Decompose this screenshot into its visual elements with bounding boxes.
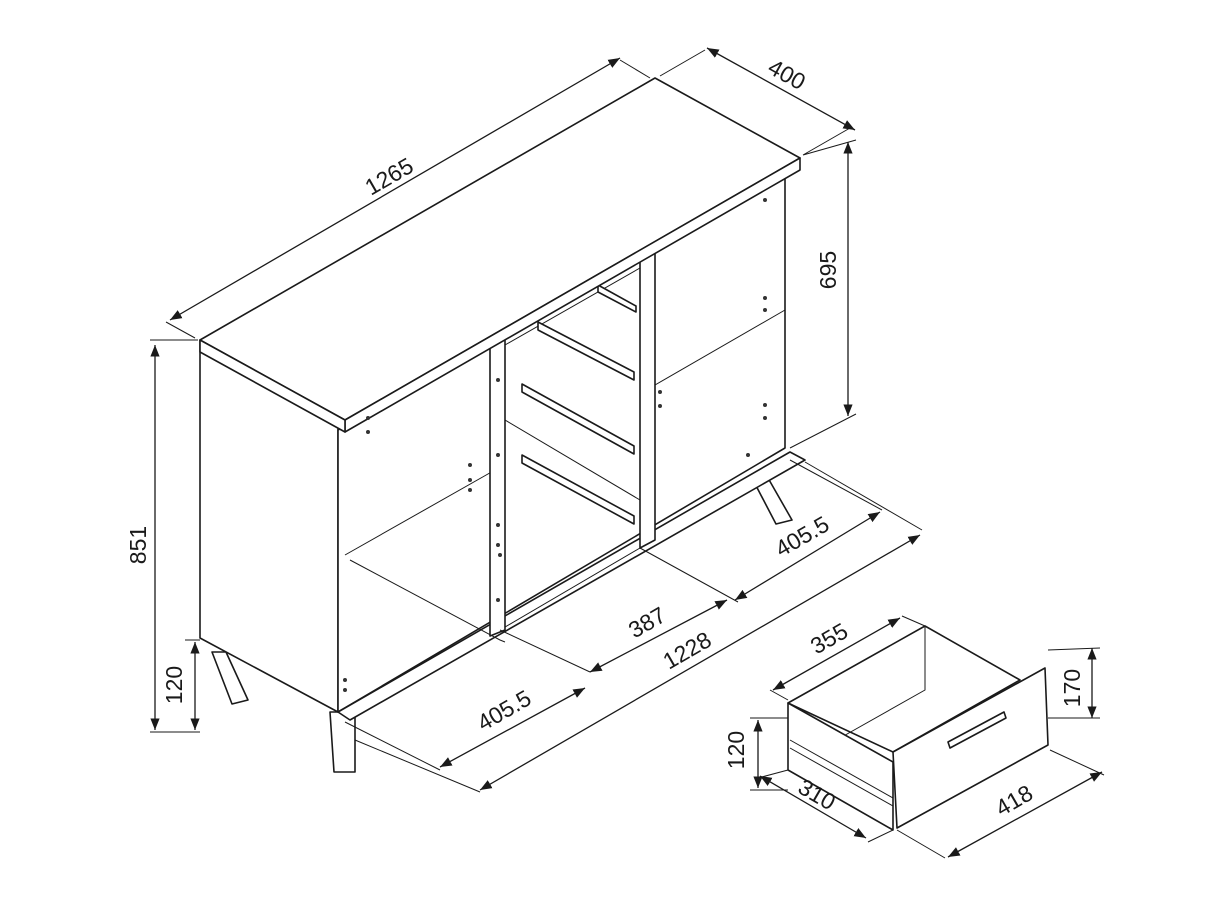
drawer-rail: [521, 454, 635, 525]
label-left-compartment: 405.5: [473, 685, 536, 736]
label-leg-height: 120: [161, 666, 187, 704]
dimension-lines: [150, 47, 1105, 859]
leg-front-left: [329, 711, 356, 773]
label-inner-width: 1228: [658, 626, 715, 674]
label-drawer-front-height: 170: [1059, 669, 1085, 707]
dim-line-drawer-depth: [759, 775, 867, 839]
label-drawer-width: 355: [806, 617, 852, 659]
dim-line-depth: [706, 47, 856, 131]
label-depth: 400: [764, 54, 810, 95]
drawer-rail: [537, 321, 635, 381]
divider-left: [489, 337, 506, 637]
drawer-rails: [521, 284, 637, 525]
drawer-handle: [947, 711, 1007, 749]
label-drawer-front-width: 418: [991, 779, 1037, 821]
label-total-height: 851: [125, 526, 151, 564]
divider-right: [639, 249, 656, 549]
top-slab-side-edge: [199, 339, 346, 433]
drawer-front: [892, 667, 1049, 829]
dim-line-left-compartment: [439, 687, 586, 768]
label-middle-compartment: 387: [624, 601, 670, 643]
dim-line-total-width: [169, 57, 621, 321]
dim-line-drawer-width: [772, 617, 901, 691]
drawer-rail: [521, 383, 635, 455]
label-cabinet-height: 695: [815, 251, 841, 289]
leg-back-left: [211, 651, 249, 705]
label-drawer-box-height: 120: [723, 731, 749, 769]
dim-line-drawer-front-width: [947, 771, 1103, 858]
sideboard: [199, 77, 806, 773]
